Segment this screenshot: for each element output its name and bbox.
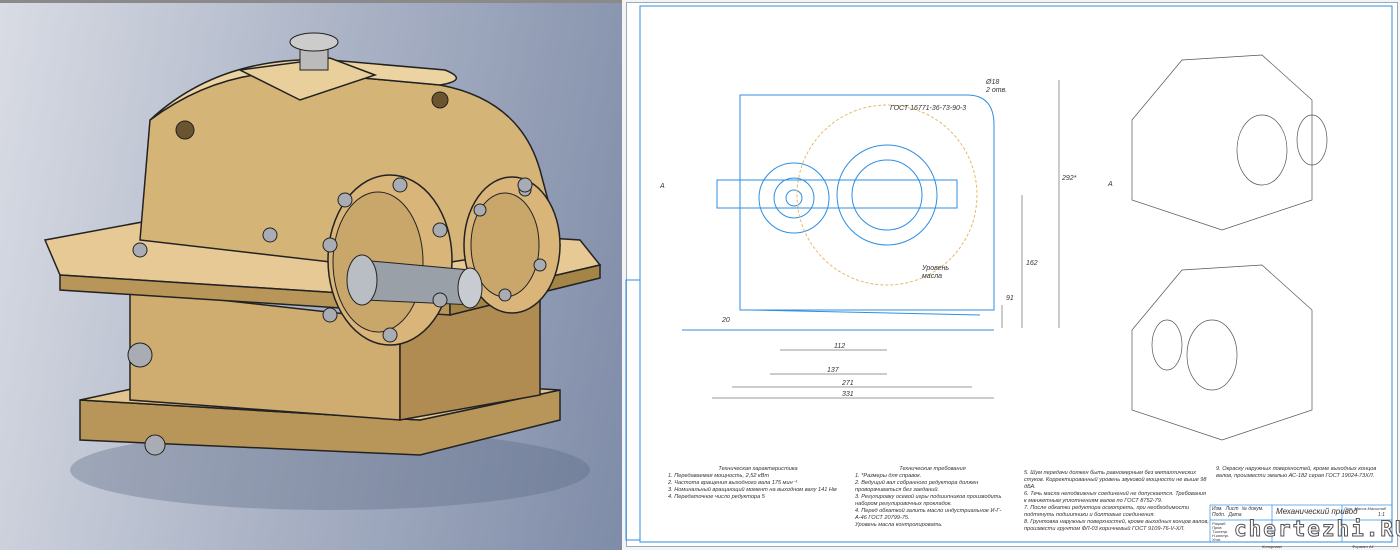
- format-label: Формат A1: [1352, 544, 1374, 549]
- tb-header: № докум.: [1241, 506, 1264, 512]
- requirement-line: 5. Шум передачи должен быть равномерным …: [1024, 470, 1207, 490]
- title-block-headers: Изм. Лист № докум. Подп. Дата: [1212, 506, 1270, 518]
- gearbox-3d-model: [0, 0, 622, 510]
- requirement-line: 8. Грунтовка наружных поверхностей, кром…: [1024, 519, 1209, 532]
- gost-note: ГОСТ 16771-36-73-90-3: [890, 105, 966, 112]
- scale-value: 1:1: [1378, 512, 1385, 518]
- requirement-line: 3. Регулировку осевой игры подшипников п…: [855, 494, 1002, 507]
- hole-note: Ø18: [985, 79, 999, 86]
- requirement-line: 1. *Размеры для справок.: [855, 473, 922, 479]
- oil-level-label-2: масла: [922, 273, 942, 280]
- tb-role: Н.контр.: [1212, 533, 1229, 538]
- title-block-roles: Разраб. Пров. Т.контр. Н.контр. Утв.: [1212, 522, 1229, 542]
- tb-header: Лит.: [1344, 506, 1354, 511]
- dim-112: 112: [834, 343, 845, 350]
- requirement-line: 6. Течь масла неподвижных соединений не …: [1024, 491, 1207, 504]
- 3d-render-panel: [0, 0, 622, 550]
- tb-role: Утв.: [1212, 537, 1222, 542]
- technical-requirements-2: 5. Шум передачи должен быть равномерным …: [1024, 470, 1209, 533]
- dim-271: 271: [841, 380, 854, 387]
- specs-title: Техническая характеристика: [718, 466, 798, 472]
- technical-drawing-panel: A A 112 137 271 331 20 91 162 292* Ø18 2…: [622, 0, 1400, 550]
- spec-line: 3. Номинальный вращающий момент на выход…: [668, 487, 837, 493]
- oil-level-label: Уровень: [921, 265, 949, 272]
- tb-role: Разраб.: [1212, 521, 1227, 526]
- tb-header: Масса: [1354, 506, 1367, 511]
- tb-header: Изм.: [1212, 506, 1223, 512]
- title-block-right-headers: Лит. Масса Масштаб: [1344, 506, 1386, 511]
- technical-requirements-3: 9. Окраску наружных поверхностей, кроме …: [1216, 466, 1392, 480]
- hole-count-note: 2 отв.: [985, 87, 1007, 94]
- requirement-line: Уровень масла контролировать.: [855, 522, 943, 528]
- technical-specs: Техническая характеристика 1. Передаваем…: [668, 466, 848, 501]
- dim-292: 292*: [1061, 175, 1077, 182]
- requirements-title: Технические требования: [899, 466, 966, 472]
- dim-162: 162: [1026, 260, 1038, 267]
- section-mark-left: A: [659, 183, 665, 190]
- dim-20: 20: [721, 317, 730, 324]
- spec-line: 2. Частота вращения выходного вала 175 м…: [668, 480, 798, 486]
- drawing-title: Механический привод: [1276, 507, 1358, 516]
- tb-header: Дата: [1228, 512, 1242, 518]
- front-view-drawing: A A 112 137 271 331 20 91 162 292* Ø18 2…: [625, 5, 1393, 543]
- copied-label: Копировал: [1262, 544, 1282, 549]
- requirement-line: 4. Перед обкаткой залить масло индустриа…: [855, 508, 1002, 521]
- section-mark-right: A: [1107, 181, 1113, 188]
- tb-role: Т.контр.: [1212, 529, 1229, 534]
- watermark: chertezhi.RU: [1234, 517, 1400, 541]
- spec-line: 4. Передаточное число редуктора 5: [668, 494, 765, 500]
- requirement-line: 2. Ведущий вал собранного редуктора долж…: [855, 480, 979, 493]
- isometric-views: [1131, 54, 1328, 441]
- tb-header: Подп.: [1212, 512, 1226, 518]
- dim-91: 91: [1006, 295, 1014, 302]
- technical-requirements-1: Технические требования 1. *Размеры для с…: [855, 466, 1010, 529]
- tb-header: Лист: [1225, 506, 1239, 512]
- requirement-line: 7. После обкатки редуктора осмотреть, пр…: [1024, 505, 1190, 518]
- spec-line: 1. Передаваемая мощность, 2,52 кВт: [668, 473, 770, 479]
- dim-137: 137: [827, 367, 840, 374]
- tb-role: Пров.: [1212, 525, 1223, 530]
- requirement-line: 9. Окраску наружных поверхностей, кроме …: [1216, 466, 1377, 479]
- drawing-sheet: [626, 2, 1398, 547]
- tb-header: Масштаб: [1367, 506, 1387, 511]
- dim-331: 331: [842, 391, 854, 398]
